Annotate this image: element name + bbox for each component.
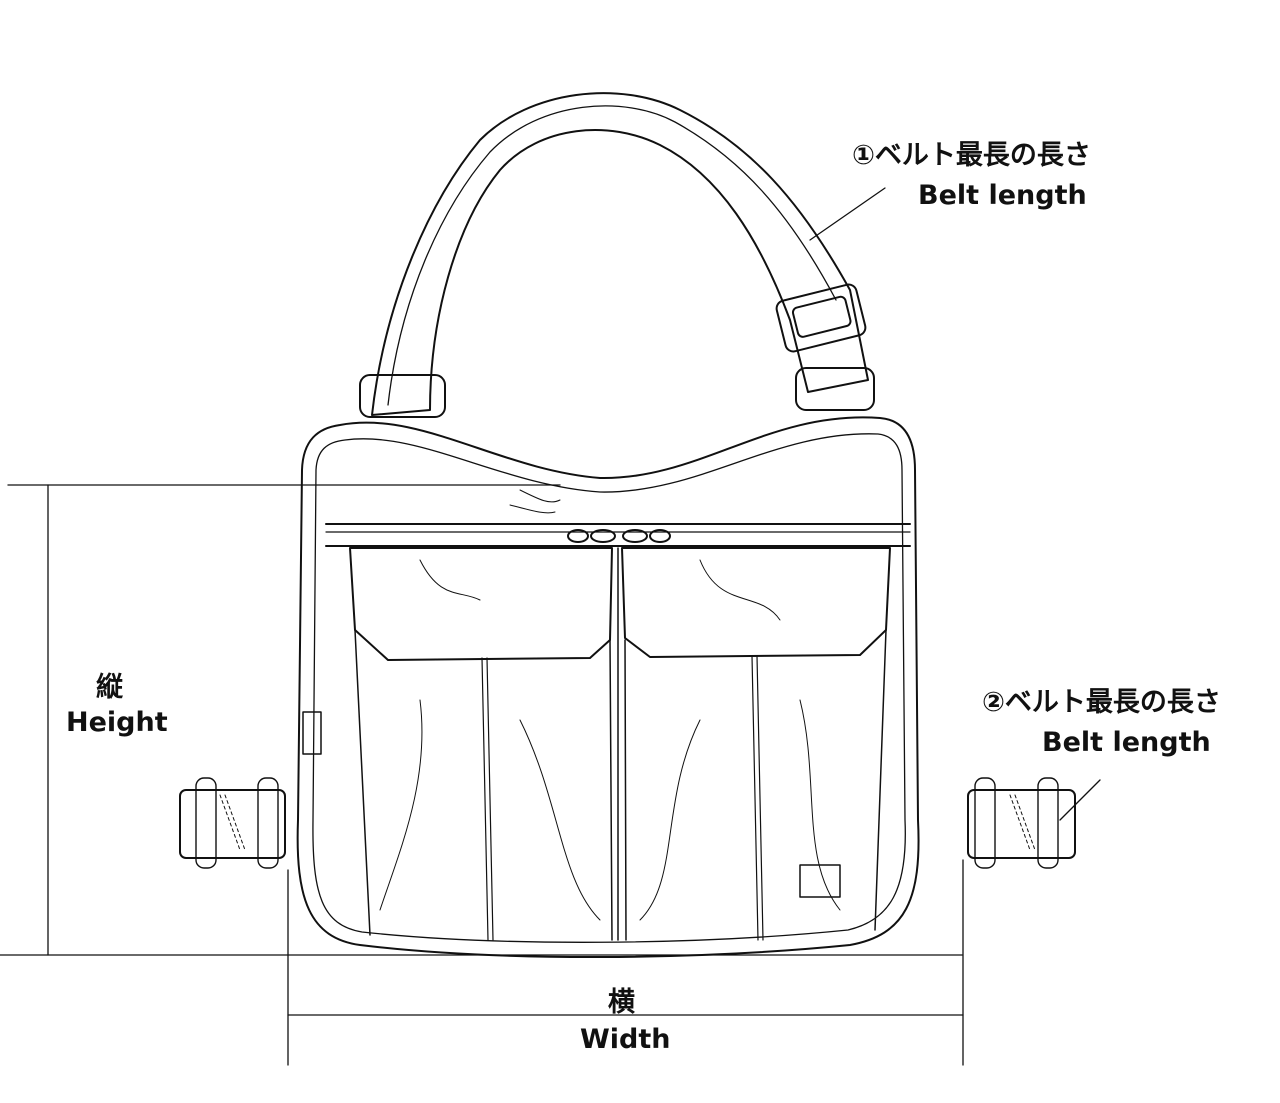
left-pocket-flap bbox=[349, 547, 613, 661]
belt1-label-en: Belt length bbox=[918, 180, 1087, 211]
belt2-label-jp: ②ベルト最長の長さ bbox=[982, 687, 1221, 718]
shoulder-strap bbox=[371, 92, 869, 416]
belt2-leader-line bbox=[1059, 779, 1101, 821]
belt2-label-en: Belt length bbox=[1042, 727, 1211, 758]
belt1-label-jp: ①ベルト最長の長さ bbox=[852, 140, 1091, 171]
bag-body bbox=[296, 416, 920, 959]
width-label-en: Width bbox=[580, 1024, 671, 1055]
left-side-strap bbox=[179, 777, 286, 869]
right-pocket-flap bbox=[621, 547, 891, 658]
height-label-jp: 縦 bbox=[96, 672, 123, 703]
height-label-en: Height bbox=[66, 707, 168, 738]
right-side-strap bbox=[967, 777, 1076, 869]
belt1-leader-line bbox=[809, 187, 886, 241]
width-label-jp: 横 bbox=[608, 987, 635, 1018]
strap-buckle bbox=[775, 283, 867, 353]
